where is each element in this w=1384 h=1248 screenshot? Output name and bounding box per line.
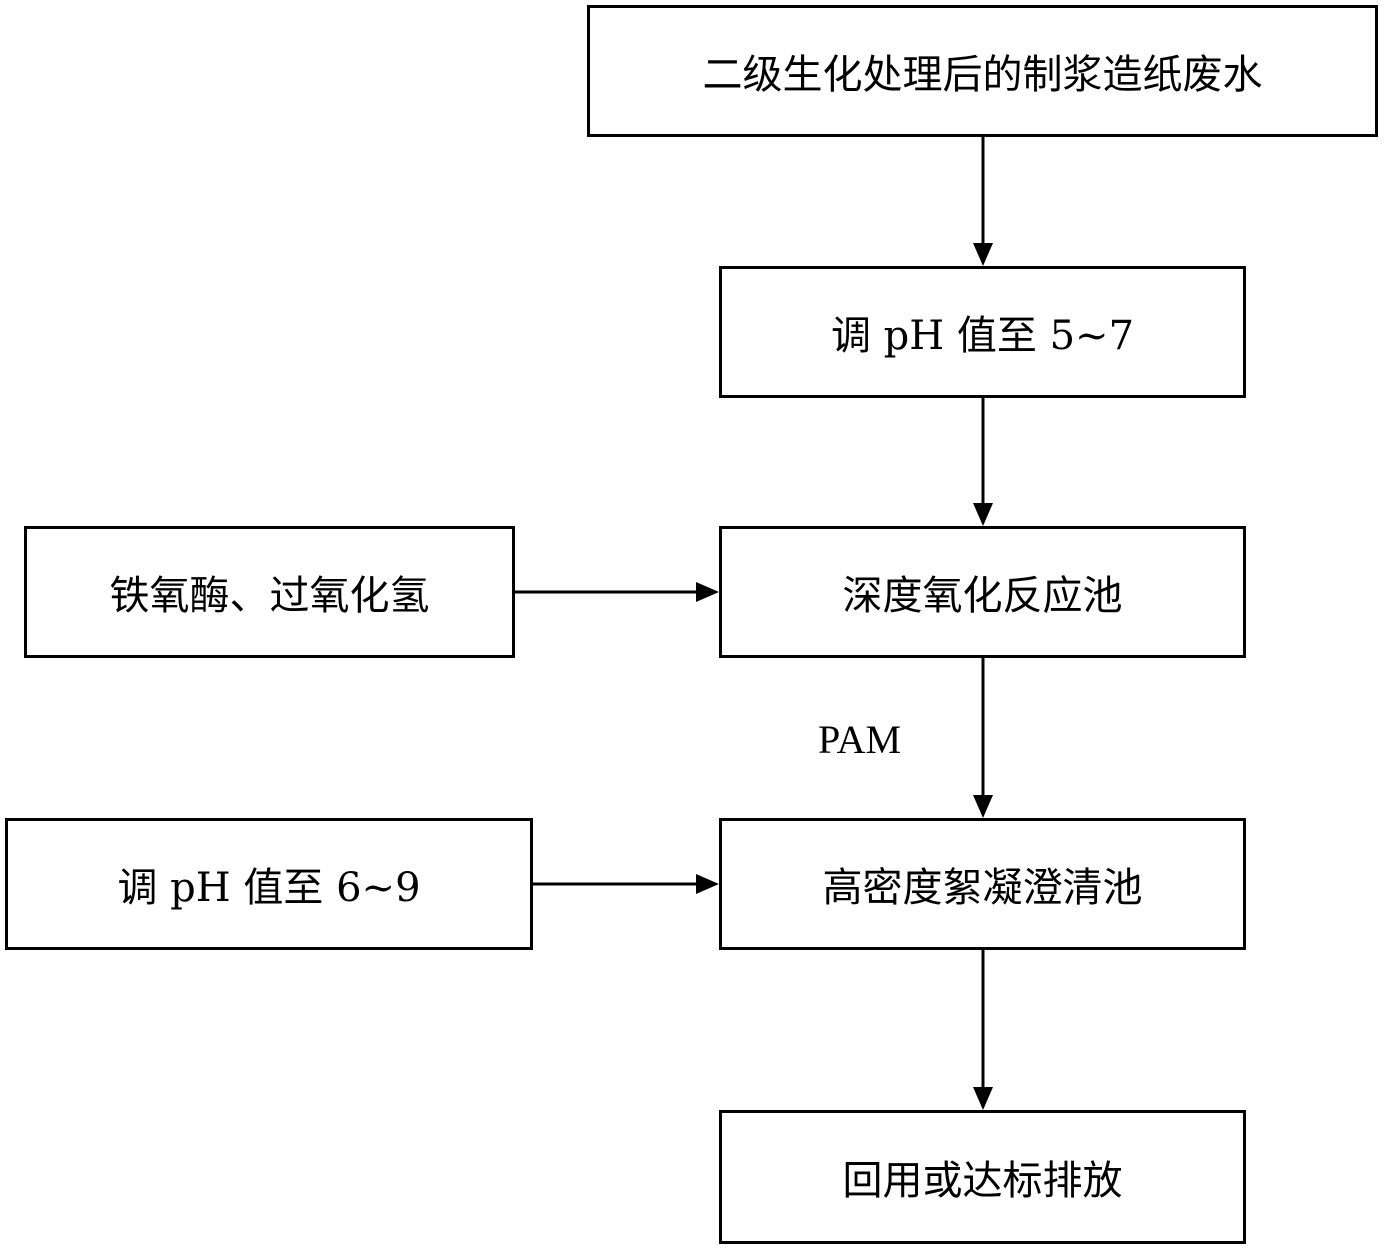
arrowhead-2 xyxy=(973,503,993,526)
source-wastewater-label: 二级生化处理后的制浆造纸废水 xyxy=(702,52,1263,98)
adjust-ph-5-7-label: 调 pH 值至 5~7 xyxy=(830,313,1135,359)
pam-label: PAM xyxy=(818,717,902,762)
reagents-box: 铁氧酶、过氧化氢 xyxy=(24,526,515,658)
adjust-ph-6-9-box: 调 pH 值至 6~9 xyxy=(5,818,533,950)
arrowhead-4 xyxy=(973,795,993,818)
reagents-label: 铁氧酶、过氧化氢 xyxy=(109,573,430,619)
adjust-ph-5-7-box: 调 pH 值至 5~7 xyxy=(719,266,1246,398)
reuse-discharge-label: 回用或达标排放 xyxy=(842,1158,1123,1204)
arrowhead-3 xyxy=(696,582,719,602)
arrowhead-6 xyxy=(973,1087,993,1110)
arrowhead-5 xyxy=(696,874,719,894)
source-wastewater-box: 二级生化处理后的制浆造纸废水 xyxy=(587,5,1378,137)
clarifier-tank-label: 高密度絮凝澄清池 xyxy=(822,865,1143,911)
clarifier-tank-box: 高密度絮凝澄清池 xyxy=(719,818,1246,950)
reuse-discharge-box: 回用或达标排放 xyxy=(719,1110,1246,1244)
deep-oxidation-tank-box: 深度氧化反应池 xyxy=(719,526,1246,658)
arrowhead-1 xyxy=(973,243,993,266)
deep-oxidation-tank-label: 深度氧化反应池 xyxy=(842,573,1123,619)
adjust-ph-6-9-label: 调 pH 值至 6~9 xyxy=(117,865,421,911)
